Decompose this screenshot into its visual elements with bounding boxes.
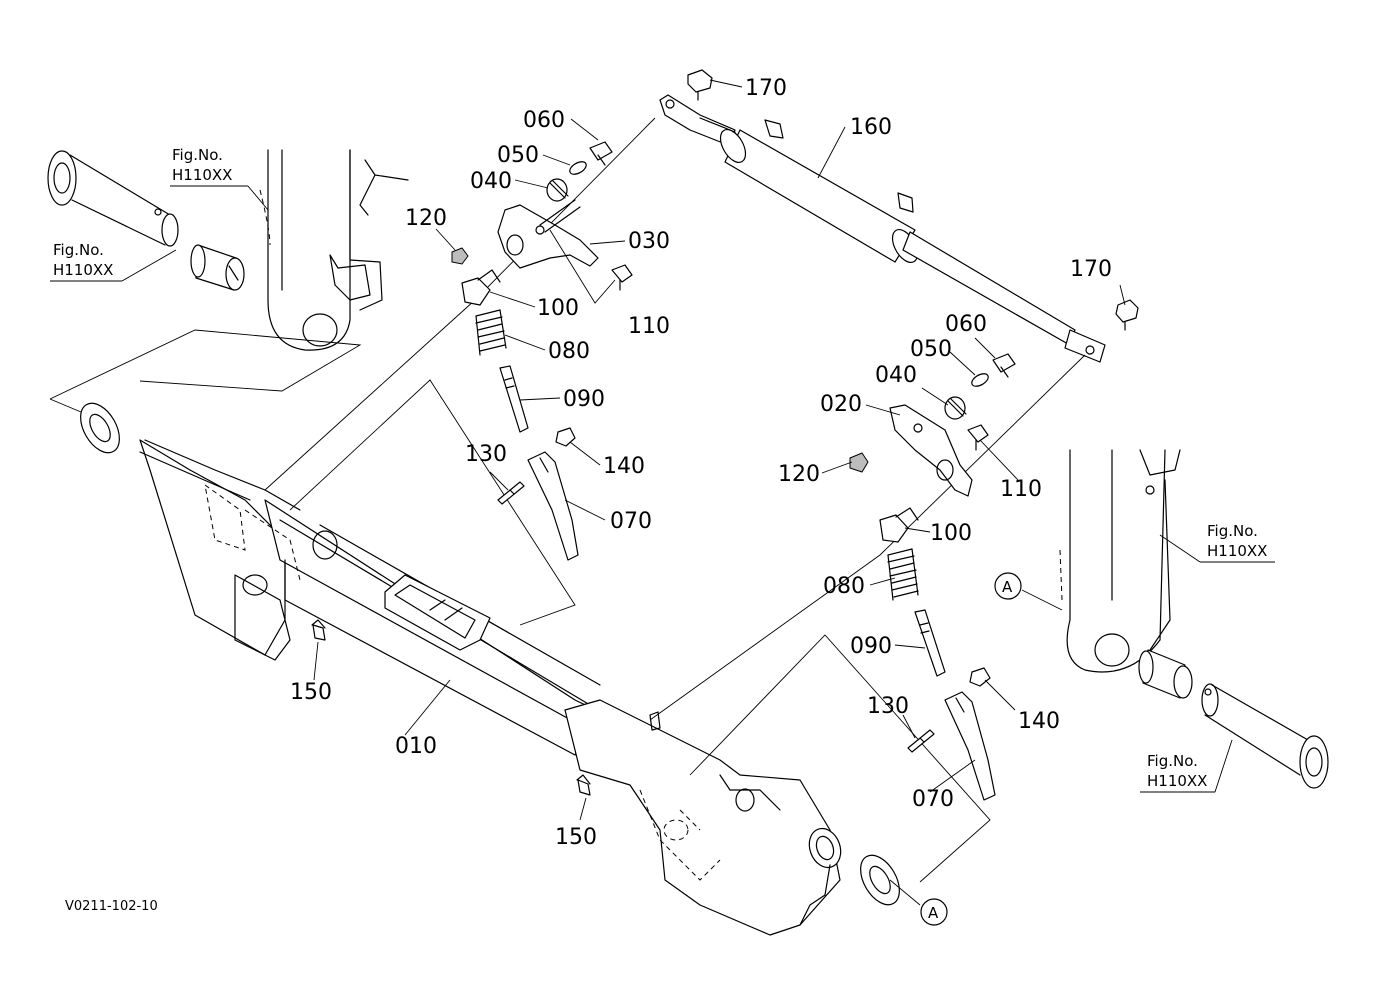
boom-arm-right [1059,449,1181,673]
washer-right [860,854,900,906]
callout-050-left: 050 [497,143,539,168]
callout-160: 160 [850,115,892,140]
washer-050-left [569,161,587,175]
callout-050-right: 050 [910,337,952,362]
callout-090-left: 090 [563,387,605,412]
callout-030: 030 [628,229,670,254]
callout-020: 020 [820,392,862,417]
block-100-right [879,507,919,543]
callout-170-right: 170 [1070,257,1112,282]
callout-170-top: 170 [745,76,787,101]
callout-150-left: 150 [290,680,332,705]
main-frame-010 [139,439,842,936]
washer-050-right [971,373,989,387]
callout-010: 010 [395,734,437,759]
boom-arm-left [259,149,409,351]
callout-100-left: 100 [537,296,579,321]
ref-marker-a-text: A [1002,578,1013,596]
bushing-040-right [944,396,967,420]
callout-080-left: 080 [548,339,590,364]
callout-120-right: 120 [778,462,820,487]
fig-ref-label: Fig.No. [172,146,223,164]
callout-040-right: 040 [875,363,917,388]
nut-120-right [849,452,869,473]
callout-labels: 170 160 060 050 040 030 120 100 110 080 … [290,76,1112,850]
callout-130-left: 130 [465,442,507,467]
bolt-110-right [967,424,989,451]
callout-140-left: 140 [603,454,645,479]
lever-030 [497,204,599,269]
bushing-left-top [190,244,245,291]
spring-080-right [887,548,919,601]
grease-fitting-150-left [311,619,326,641]
fig-ref-number: H110XX [53,261,113,279]
bolt-060-right [992,353,1016,378]
lever-070-right [944,691,996,801]
hydraulic-cylinder-160 [659,94,1106,363]
pin-left-top [47,150,179,247]
fig-ref-label: Fig.No. [53,241,104,259]
bolt-060-left [589,141,613,166]
callout-140-right: 140 [1018,709,1060,734]
fig-reference-top-left: Fig.No. H110XX [172,146,232,184]
callout-leaders [313,79,1126,906]
bolt-130-left [497,481,525,505]
fig-reference-bottom-right: Fig.No. H110XX [1147,752,1207,790]
bolt-130-right [907,729,935,753]
fig-reference-right: Fig.No. H110XX [1207,522,1267,560]
fig-reference-left: Fig.No. H110XX [53,241,113,279]
nut-120-left [451,247,469,265]
spring-080-left [475,309,507,356]
callout-120-left: 120 [405,206,447,231]
fig-ref-number: H110XX [172,166,232,184]
fig-ref-number: H110XX [1147,772,1207,790]
fig-ref-number: H110XX [1207,542,1267,560]
washer-left [80,402,120,454]
callout-060-left: 060 [523,108,565,133]
grease-fitting-150-right [576,774,591,796]
lever-070-left [527,451,579,561]
callout-060-right: 060 [945,312,987,337]
bushing-040-left [546,178,569,202]
callout-150-right: 150 [555,825,597,850]
drawing-code: V0211-102-10 [65,899,158,914]
callout-110-right: 110 [1000,477,1042,502]
shaft-030 [539,199,581,233]
ref-marker-a-right: A [994,572,1022,600]
ref-marker-a-bottom: A [920,898,948,926]
grease-fitting-170-top [687,69,713,101]
rod-090-left [499,365,529,433]
rod-090-right [914,609,946,677]
grease-fitting-170-right [1115,299,1139,331]
block-100-left [461,269,501,306]
callout-040-left: 040 [470,169,512,194]
bolt-110-left [611,264,633,291]
fig-ref-label: Fig.No. [1147,752,1198,770]
pin-right [1201,683,1329,789]
callout-070-left: 070 [610,509,652,534]
ref-marker-a-text: A [928,904,939,922]
callout-080-right: 080 [823,574,865,599]
callout-070-right: 070 [912,787,954,812]
callout-130-right: 130 [867,694,909,719]
fig-ref-label: Fig.No. [1207,522,1258,540]
bushing-right [1138,649,1193,699]
nut-140-right [969,667,991,687]
lever-020 [889,404,973,497]
callout-110-left: 110 [628,314,670,339]
callout-100-right: 100 [930,521,972,546]
callout-090-right: 090 [850,634,892,659]
